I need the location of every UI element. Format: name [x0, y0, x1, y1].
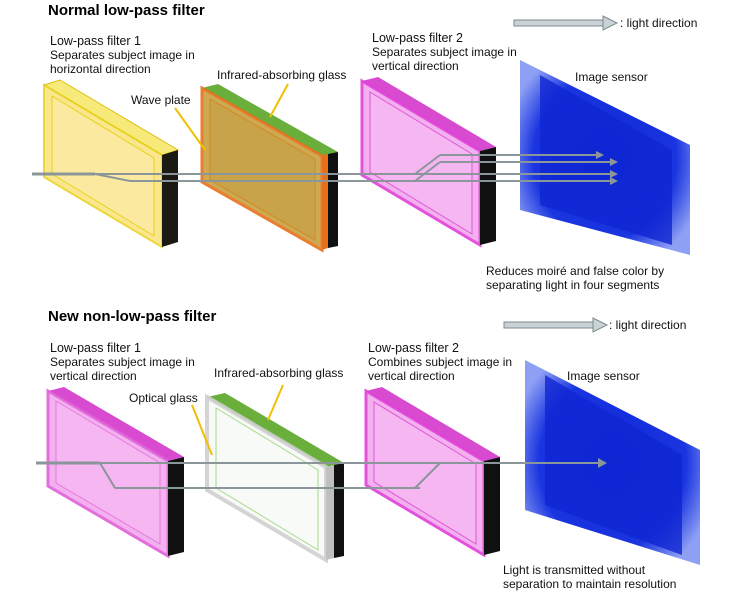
section-title-top: Normal low-pass filter: [48, 2, 205, 19]
image-sensor-top: [520, 60, 690, 255]
leader-lines-bottom: [191, 384, 284, 456]
note-top-line2: separating light in four segments: [486, 278, 660, 292]
optical-ir-glass-bottom: [205, 393, 344, 564]
note-bottom: Light is transmitted without separation …: [503, 563, 676, 591]
legend-label-top: : light direction: [620, 16, 698, 30]
legend-arrow-top: [513, 15, 619, 31]
low-pass-filter-1-top: [42, 79, 180, 249]
low-pass-filter-2-bottom: [364, 387, 500, 558]
ir-glass-label-top: Infrared-absorbing glass: [217, 68, 347, 82]
legend-arrow-bottom: [503, 317, 609, 333]
lpf1-line1-bottom: Separates subject image in: [50, 355, 195, 369]
section-title-bottom: New non-low-pass filter: [48, 308, 217, 325]
lpf1-line2-top: horizontal direction: [50, 62, 151, 76]
lpf2-name-bottom: Low-pass filter 2: [368, 341, 460, 355]
image-sensor-label-top: Image sensor: [575, 70, 648, 84]
note-top-line1: Reduces moiré and false color by: [486, 264, 665, 278]
note-bottom-line2: separation to maintain resolution: [503, 577, 677, 591]
optical-glass-label: Optical glass: [129, 391, 198, 405]
lpf2-line1-top: Separates subject image in: [372, 45, 517, 59]
light-rays-top: [32, 151, 618, 185]
lpf2-name-top: Low-pass filter 2: [372, 31, 464, 45]
image-sensor-bottom: [525, 360, 700, 565]
low-pass-filter-2-top: [360, 77, 496, 248]
note-top: Reduces moiré and false color by separat…: [486, 264, 664, 292]
lpf2-line1-bottom: Combines subject image in: [368, 355, 513, 369]
lpf1-line2-bottom: vertical direction: [50, 369, 137, 383]
lpf2-line2-bottom: vertical direction: [368, 369, 455, 383]
ir-glass-top: [200, 84, 338, 253]
lpf1-name-bottom: Low-pass filter 1: [50, 341, 142, 355]
low-pass-filter-1-bottom: [46, 387, 184, 559]
lpf1-label-bottom: Low-pass filter 1 Separates subject imag…: [50, 341, 195, 383]
lpf1-name-top: Low-pass filter 1: [50, 34, 142, 48]
lpf2-label-bottom: Low-pass filter 2 Combines subject image…: [368, 341, 512, 383]
wave-plate-label: Wave plate: [131, 93, 191, 107]
lpf1-label-top: Low-pass filter 1 Separates subject imag…: [50, 34, 195, 76]
light-rays-bottom: [36, 458, 607, 489]
ir-glass-label-bottom: Infrared-absorbing glass: [214, 366, 344, 380]
lpf2-label-top: Low-pass filter 2 Separates subject imag…: [372, 31, 517, 73]
legend-label-bottom: : light direction: [609, 318, 687, 332]
lpf1-line1-top: Separates subject image in: [50, 48, 195, 62]
note-bottom-line1: Light is transmitted without: [503, 563, 646, 577]
leader-lines-top: [174, 83, 289, 151]
lpf2-line2-top: vertical direction: [372, 59, 459, 73]
image-sensor-label-bottom: Image sensor: [567, 369, 640, 383]
